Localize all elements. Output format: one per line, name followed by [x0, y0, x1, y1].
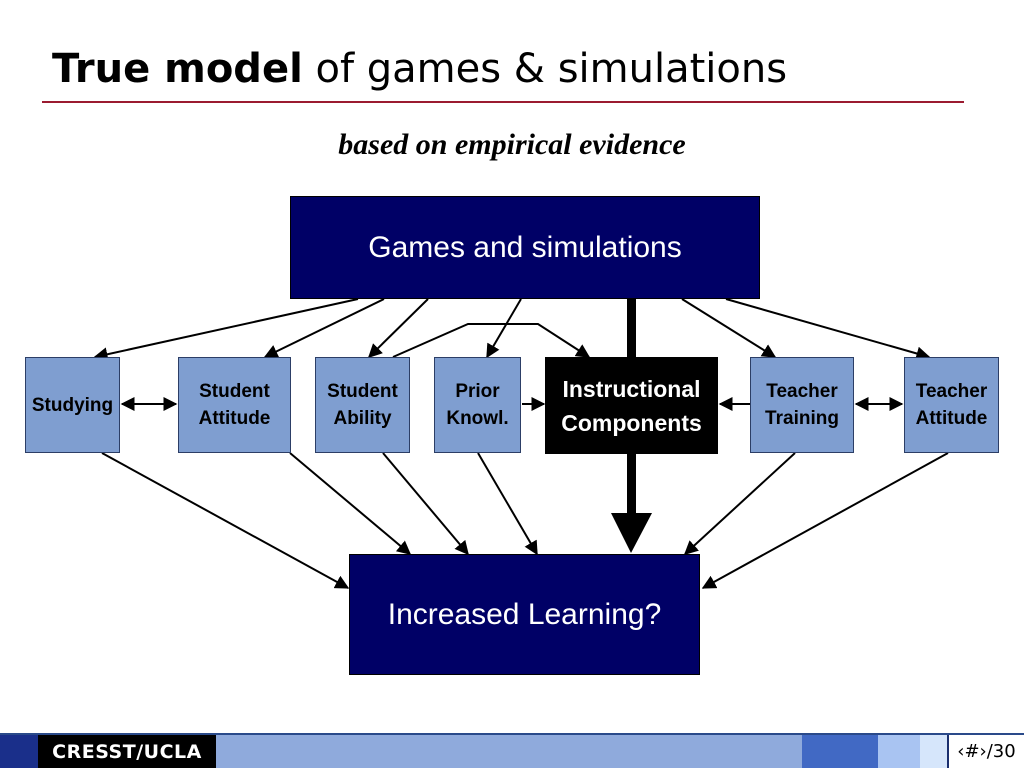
node-line2: Attitude: [915, 408, 988, 429]
node-studying: Studying: [25, 357, 120, 453]
node-line1: Student: [327, 381, 398, 402]
arrow-prior-to-learning: [477, 452, 538, 556]
arrow-games-to-teacher-training: [681, 298, 777, 358]
node-line1: Prior: [455, 381, 500, 402]
footer-brand: CRESST/UCLA: [38, 735, 216, 768]
arrow-teacher-training-to-learning: [683, 452, 796, 555]
arrow-games-to-student-ability: [368, 298, 429, 358]
thick-arrow-shaft-bottom: [627, 454, 636, 514]
node-line1: Instructional: [562, 375, 701, 402]
arrow-games-to-prior-knowl: [486, 298, 522, 359]
footer-mid-segment: [802, 735, 878, 768]
games-and-simulations-label: Games and simulations: [368, 230, 682, 264]
footer-light-segment: [878, 735, 920, 768]
node-line2: Ability: [333, 408, 392, 429]
games-and-simulations-box: Games and simulations: [290, 196, 760, 299]
node-line1: Teacher: [915, 381, 988, 402]
slide-footer: CRESST/UCLA ‹#›/30: [0, 733, 1024, 768]
node-line1: Student: [199, 381, 270, 402]
node-line2: Training: [765, 408, 839, 429]
title-rest: of games & simulations: [302, 46, 788, 92]
arrow-studying-to-learning: [101, 452, 350, 589]
title-underline: [42, 101, 964, 103]
thick-arrow-shaft-top: [627, 299, 636, 357]
increased-learning-box: Increased Learning?: [349, 554, 700, 675]
node-line1: Studying: [31, 394, 114, 416]
arrow-games-to-student-attitude: [263, 298, 385, 358]
slide-title: True model of games & simulations: [52, 46, 787, 92]
thick-arrow-head: [611, 513, 652, 553]
arrow-student-ability-to-learning: [382, 452, 469, 556]
arrow-student-attitude-to-learning: [289, 452, 412, 555]
node-line2: Components: [561, 409, 702, 436]
footer-pale-segment: [920, 735, 947, 768]
node-line2: Knowl.: [446, 408, 509, 429]
title-bold: True model: [52, 46, 303, 92]
node-line1: Teacher: [766, 381, 838, 402]
node-line2: Attitude: [198, 408, 271, 429]
arrow-games-to-studying: [93, 298, 359, 362]
arrow-teacher-attitude-to-learning: [701, 452, 949, 589]
footer-navy-segment: [0, 735, 38, 768]
arrow-games-to-teacher-attitude: [725, 298, 931, 361]
increased-learning-label: Increased Learning?: [387, 597, 662, 631]
footer-page-number: ‹#›/30: [947, 735, 1024, 768]
arrow-ability-to-instructional: [392, 323, 591, 358]
slide-subtitle: based on empirical evidence: [338, 128, 686, 161]
